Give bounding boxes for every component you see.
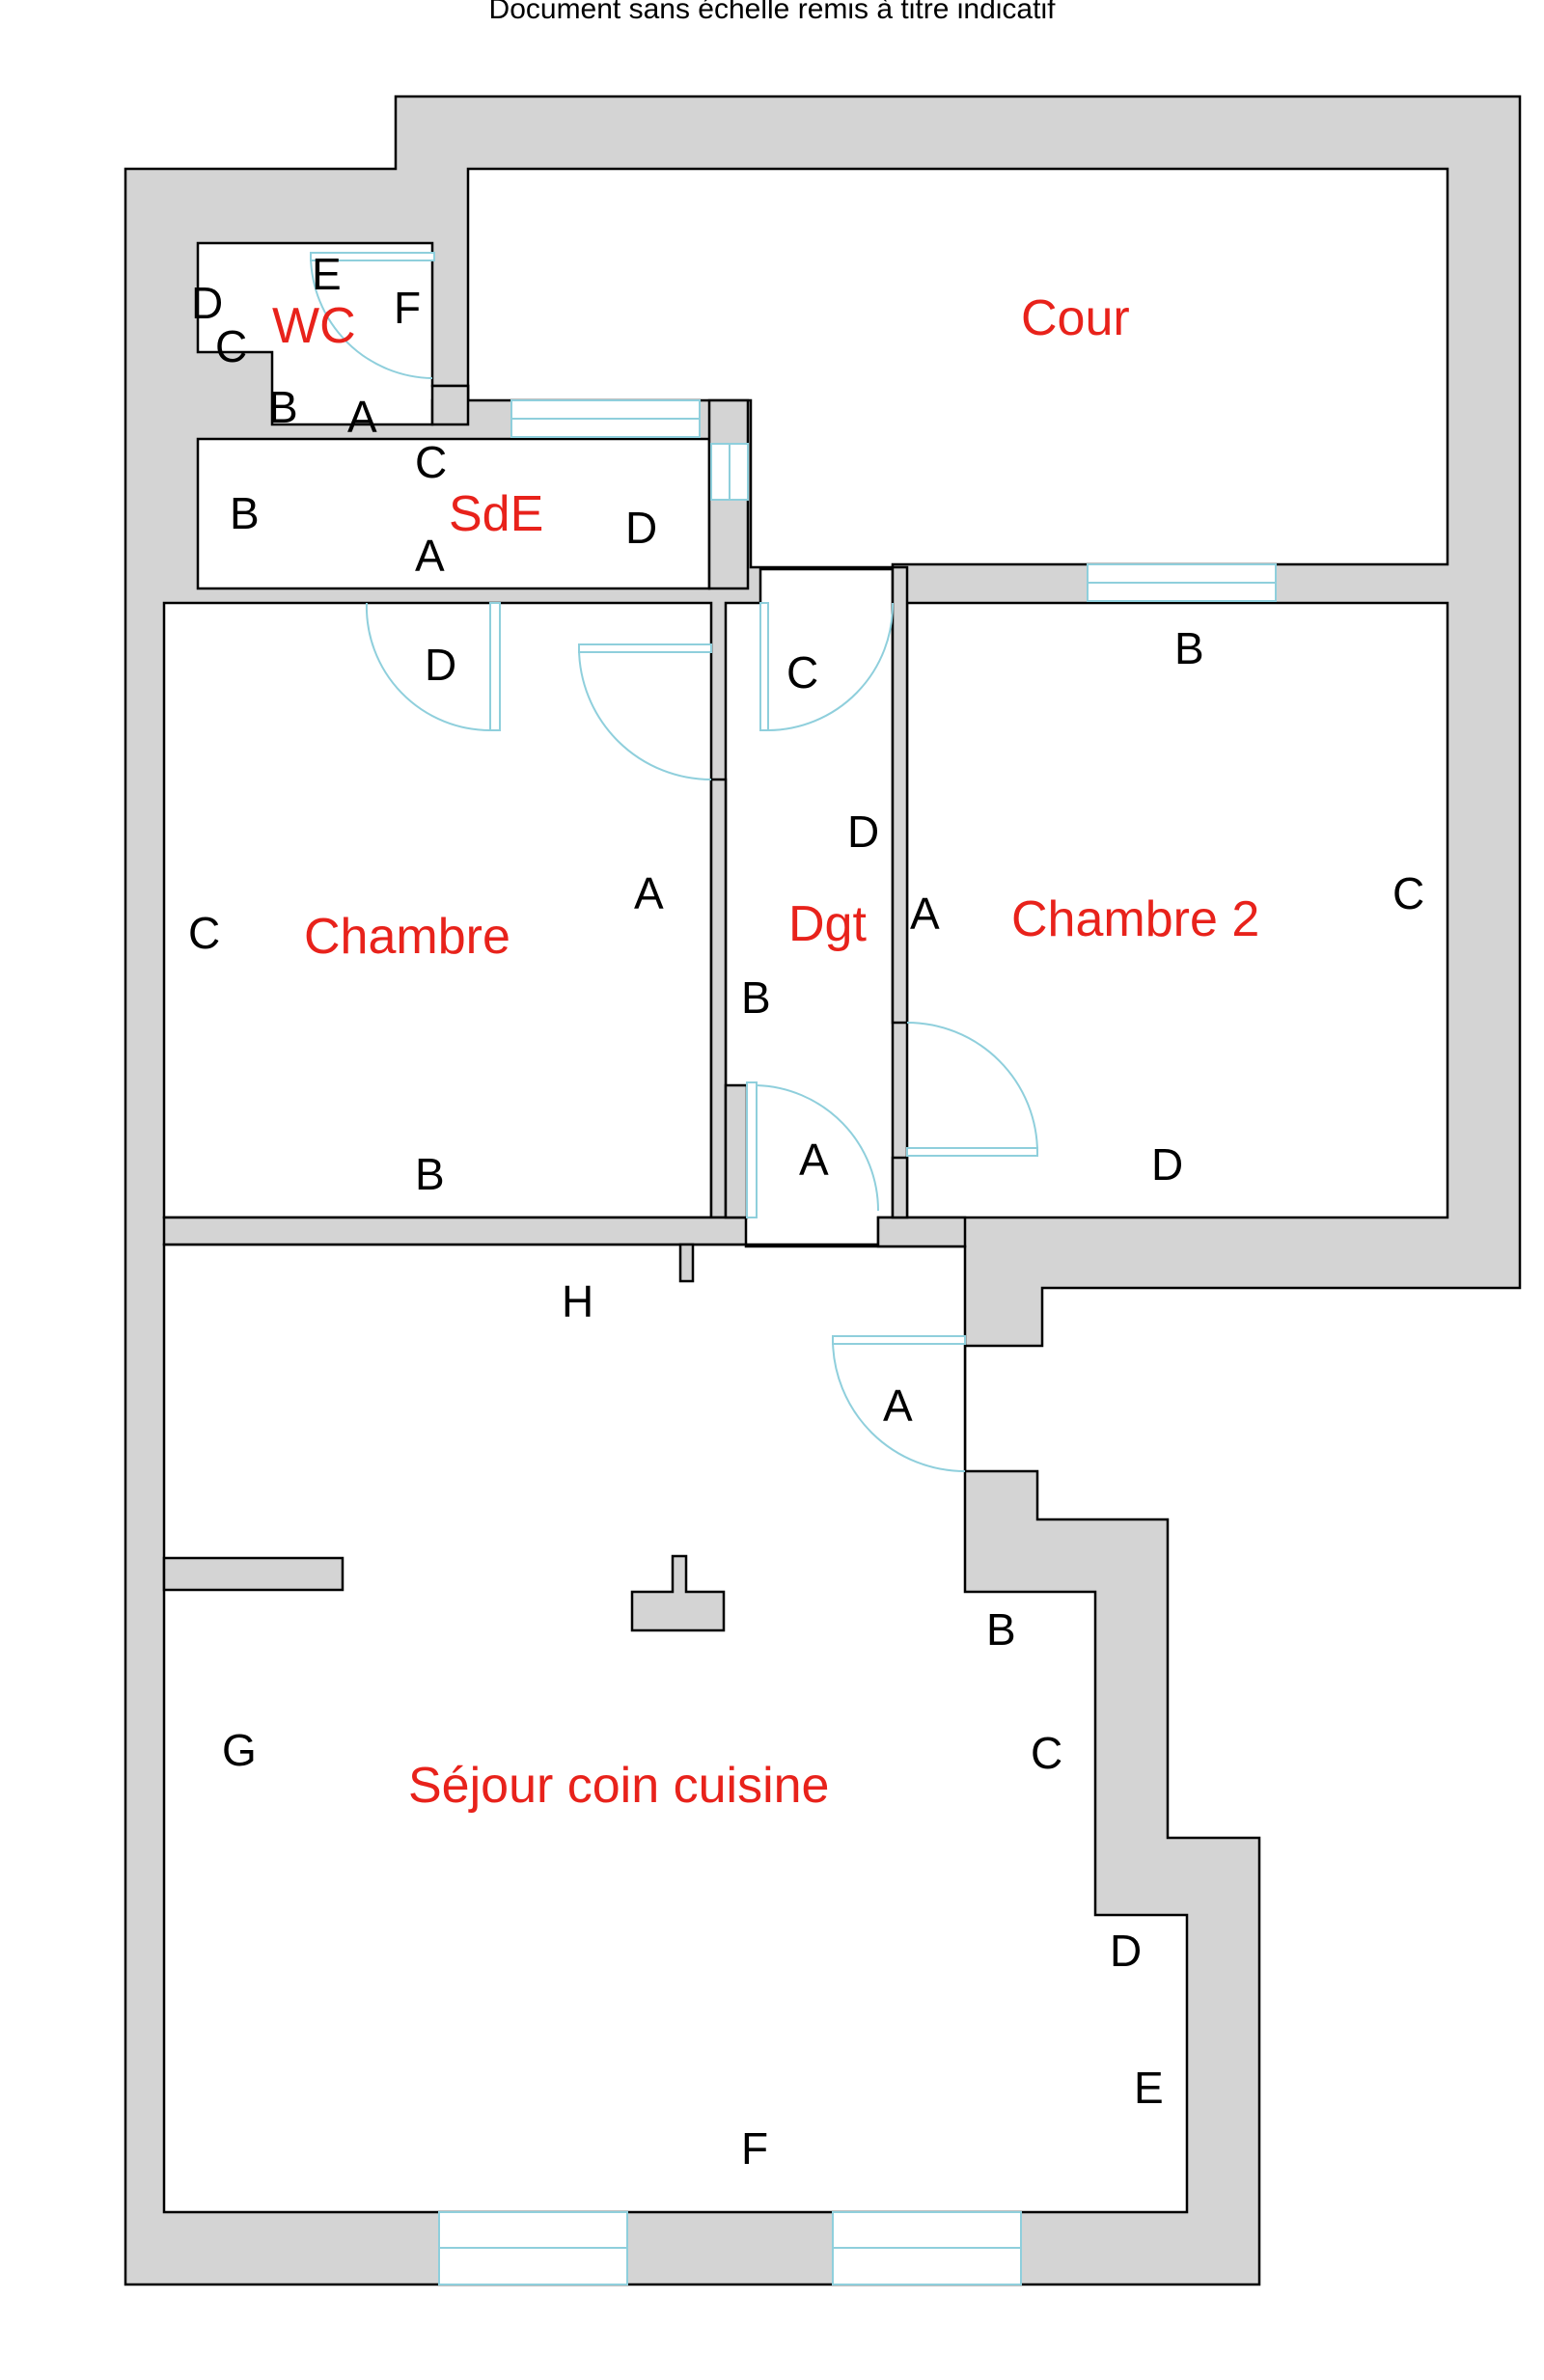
- wall-label-wc-e: E: [312, 249, 342, 299]
- room-label-sde: SdE: [449, 486, 543, 542]
- kitchen-pillar: [630, 1554, 726, 1632]
- wall-labels: D C E F B A C B A D D A C B C D B A B A …: [188, 249, 1424, 2174]
- wall-label-sejour-d: D: [1110, 1926, 1142, 1976]
- room-label-wc: WC: [272, 298, 356, 354]
- room-label-dgt: Dgt: [788, 896, 867, 952]
- windows: [438, 399, 1277, 2285]
- wall-label-sde-c: C: [415, 437, 447, 487]
- wall-label-chambre-b: B: [415, 1149, 445, 1199]
- wall-label-wc-a: A: [347, 392, 377, 442]
- wall-label-chambre2-b: B: [1174, 623, 1204, 673]
- wall-label-wc-b: B: [268, 382, 298, 432]
- wall-label-sejour-h: H: [562, 1276, 593, 1327]
- room-shapes: [162, 167, 1449, 2214]
- wall-label-chambre2-c: C: [1392, 868, 1424, 918]
- wall-label-sejour-c: C: [1031, 1728, 1062, 1778]
- wall-label-chambre2-d: D: [1151, 1139, 1183, 1190]
- disclaimer-note: Document sans échelle remis à titre indi…: [488, 0, 1056, 25]
- wall-label-sde-a: A: [415, 531, 445, 581]
- wall-label-sde-d: D: [625, 503, 657, 553]
- wall-label-chambre2-a: A: [910, 889, 940, 939]
- wall-label-wc-c: C: [215, 321, 247, 371]
- wall-label-dgt-b: B: [741, 972, 771, 1023]
- wall-label-dgt-d: D: [847, 807, 879, 857]
- room-label-cour: Cour: [1021, 290, 1130, 346]
- wall-label-chambre-d: D: [425, 640, 456, 690]
- wall-label-sejour-b: B: [986, 1604, 1016, 1655]
- doors: [310, 252, 1038, 1472]
- wall-label-sejour-f: F: [741, 2123, 768, 2174]
- wall-label-dgt-c: C: [786, 647, 818, 698]
- partitions: [162, 384, 967, 1632]
- wall-label-sejour-e: E: [1134, 2063, 1164, 2113]
- wall-label-chambre-a: A: [634, 868, 664, 918]
- room-label-sejour: Séjour coin cuisine: [408, 1758, 829, 1814]
- wall-label-sde-b: B: [230, 488, 260, 538]
- wall-label-sejour-g: G: [222, 1725, 257, 1775]
- room-label-chambre2: Chambre 2: [1011, 891, 1259, 947]
- room-label-chambre: Chambre: [304, 909, 510, 965]
- wall-label-wc-f: F: [394, 283, 421, 333]
- wall-label-wc-d: D: [191, 278, 223, 328]
- room-labels: WC Cour SdE Chambre Dgt Chambre 2 Séjour…: [272, 290, 1259, 1814]
- wall-label-sejour-a: A: [883, 1381, 913, 1431]
- wall-label-dgt-a: A: [799, 1135, 829, 1185]
- wall-label-chambre-c: C: [188, 908, 220, 958]
